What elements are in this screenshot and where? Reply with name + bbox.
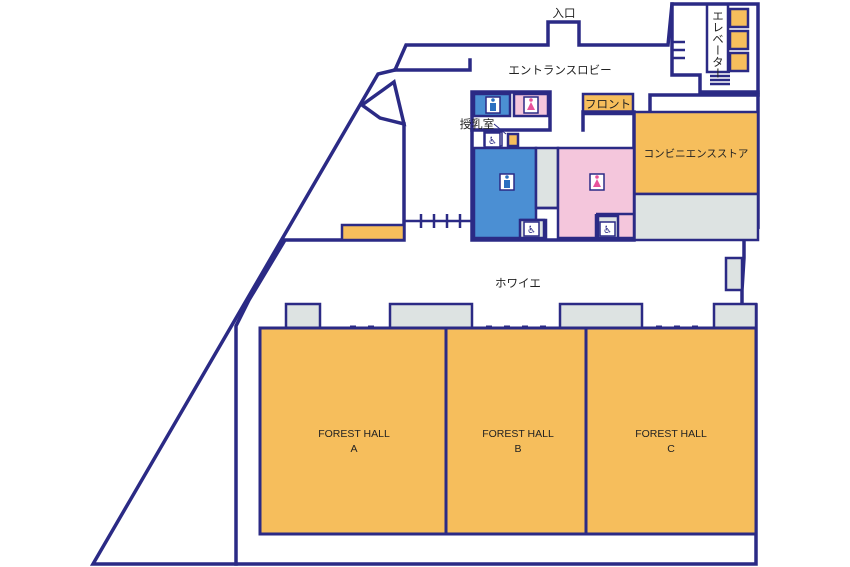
forest-hall-c	[584, 326, 758, 536]
hall-c-letter: C	[667, 443, 675, 455]
lobby-top-wall	[393, 58, 472, 72]
corridor-door-markers	[404, 214, 472, 228]
restroom-core-wall	[470, 90, 552, 132]
right-service-box	[724, 256, 744, 292]
entrance-lobby-label: エントランスロビー	[508, 63, 611, 77]
convenience-store-label: コンビニエンスストア	[644, 148, 749, 160]
forest-hall-b	[444, 326, 588, 536]
wheelchair-icon: ♿	[599, 221, 616, 237]
svg-text:♿: ♿	[603, 225, 612, 236]
front-desk	[581, 92, 635, 116]
stair-notch	[359, 79, 407, 127]
hall-b-letter: B	[514, 443, 521, 455]
foyer-label: ホワイエ	[495, 276, 541, 290]
forest-hall-a	[258, 326, 448, 536]
ticket-shelf	[340, 223, 406, 242]
male-restroom-icon	[499, 173, 515, 191]
elevator-label: エレベーター	[711, 10, 725, 79]
hall-c-name: FOREST HALL	[635, 428, 707, 440]
front-block-wall	[648, 93, 760, 112]
male-restroom-icon	[485, 96, 501, 114]
female-restroom-icon	[523, 96, 539, 114]
wheelchair-icon: ♿	[484, 132, 501, 148]
wheelchair-icon: ♿	[523, 221, 540, 237]
hall-a-letter: A	[350, 443, 357, 455]
hall-b-name: FOREST HALL	[482, 428, 554, 440]
entrance-label: 入口	[553, 6, 576, 20]
nursing-room-label: 授乳室	[460, 117, 495, 131]
front-desk-label: フロント	[585, 97, 631, 111]
elevator-area	[670, 2, 760, 94]
nursing-room-pointer	[493, 123, 507, 135]
restroom-center-grey	[534, 146, 560, 210]
hall-a-name: FOREST HALL	[318, 428, 390, 440]
nursing-small-orange	[506, 132, 520, 148]
svg-text:♿: ♿	[527, 225, 536, 236]
svg-text:♿: ♿	[488, 136, 497, 147]
female-restroom-icon	[589, 173, 605, 191]
store-storage	[632, 192, 760, 242]
